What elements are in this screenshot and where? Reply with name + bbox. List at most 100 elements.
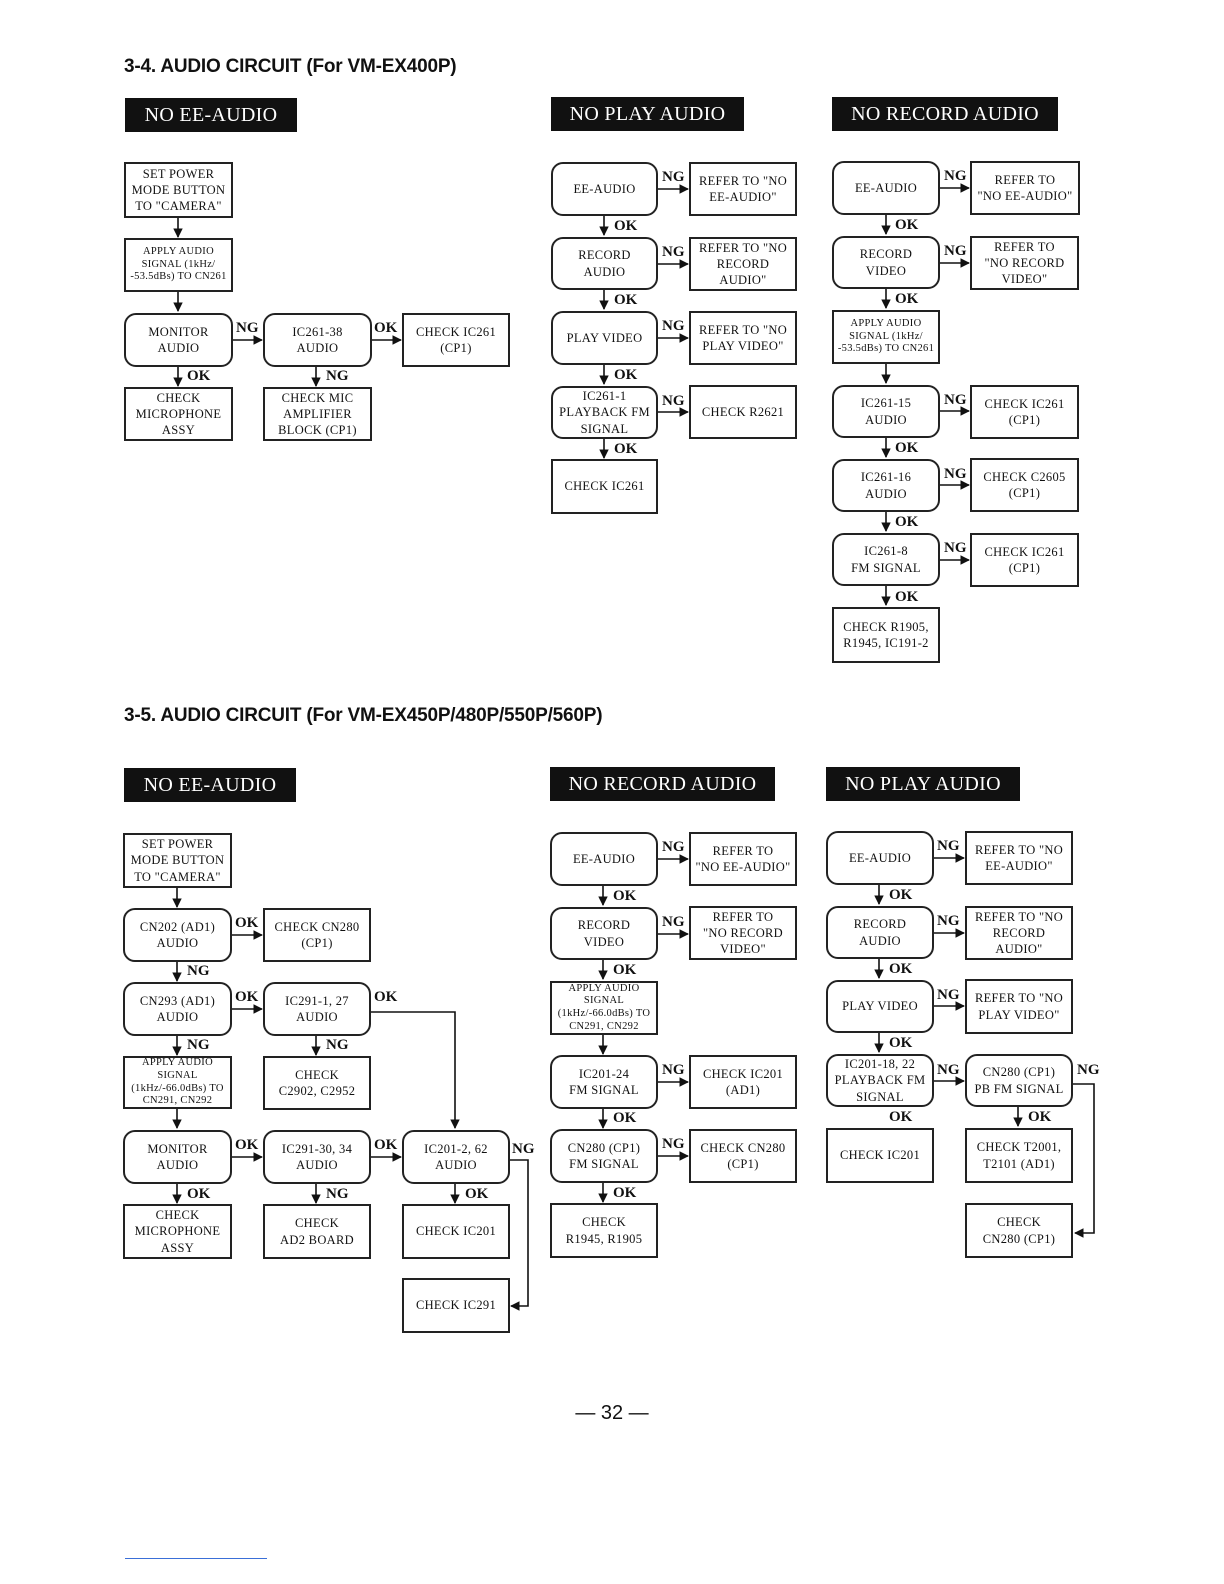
label-ok: OK	[895, 589, 919, 605]
step-check-microphone: CHECK MICROPHONE ASSY	[124, 387, 233, 441]
step-refer-no-ee-audio: REFER TO "NO EE-AUDIO"	[689, 832, 797, 886]
header-no-record-audio: NO RECORD AUDIO	[550, 767, 775, 801]
label-ng: NG	[937, 838, 960, 854]
step-check-r2621: CHECK R2621	[689, 385, 797, 439]
label-ok: OK	[235, 989, 259, 1005]
step-check-mic-amplifier: CHECK MIC AMPLIFIER BLOCK (CP1)	[263, 387, 372, 441]
step-ic261-1-playback: IC261-1 PLAYBACK FM SIGNAL	[551, 386, 658, 439]
step-record-video: RECORD VIDEO	[550, 907, 658, 960]
label-ok: OK	[235, 915, 259, 931]
label-ok: OK	[465, 1186, 489, 1202]
label-ng: NG	[187, 963, 210, 979]
label-ng: NG	[937, 1062, 960, 1078]
label-ok: OK	[187, 368, 211, 384]
step-refer-no-record-audio: REFER TO "NO RECORD AUDIO"	[965, 906, 1073, 960]
label-ok: OK	[374, 1137, 398, 1153]
step-apply-audio-signal: APPLY AUDIO SIGNAL (1kHz/ -53.5dBs) TO C…	[832, 310, 940, 364]
step-refer-no-record-video: REFER TO "NO RECORD VIDEO"	[689, 906, 797, 960]
wire	[1072, 1083, 1095, 1238]
label-ok: OK	[614, 218, 638, 234]
header-no-play-audio: NO PLAY AUDIO	[826, 767, 1020, 801]
step-check-ic291: CHECK IC291	[402, 1278, 510, 1333]
label-ng: NG	[662, 914, 685, 930]
wire	[509, 1159, 529, 1311]
label-ok: OK	[895, 217, 919, 233]
label-ng: NG	[1077, 1062, 1100, 1078]
step-check-r1945: CHECK R1945, R1905	[550, 1203, 658, 1258]
step-ic261-16-audio: IC261-16 AUDIO	[832, 459, 940, 512]
wire	[370, 1011, 460, 1129]
step-check-c2902: CHECK C2902, C2952	[263, 1056, 371, 1110]
label-ok: OK	[895, 291, 919, 307]
label-ok: OK	[895, 514, 919, 530]
step-set-power-mode: SET POWER MODE BUTTON TO "CAMERA"	[123, 833, 232, 888]
label-ng: NG	[944, 168, 967, 184]
label-ok: OK	[374, 320, 398, 336]
label-ng: NG	[662, 169, 685, 185]
label-ng: NG	[662, 244, 685, 260]
label-ng: NG	[944, 243, 967, 259]
label-ok: OK	[889, 887, 913, 903]
step-check-ic201: CHECK IC201	[826, 1128, 934, 1183]
step-ic291-1-27-audio: IC291-1, 27 AUDIO	[263, 982, 371, 1036]
step-refer-no-ee-audio: REFER TO "NO EE-AUDIO"	[689, 162, 797, 216]
step-cn293-audio: CN293 (AD1) AUDIO	[123, 982, 232, 1036]
step-ee-audio: EE-AUDIO	[832, 161, 940, 215]
label-ok: OK	[235, 1137, 259, 1153]
header-no-ee-audio: NO EE-AUDIO	[125, 98, 297, 132]
step-refer-no-record-audio: REFER TO "NO RECORD AUDIO"	[689, 237, 797, 291]
step-check-ic201: CHECK IC201	[402, 1204, 510, 1259]
step-check-ic261: CHECK IC261 (CP1)	[402, 313, 510, 367]
header-no-play-audio: NO PLAY AUDIO	[551, 97, 744, 131]
label-ok: OK	[374, 989, 398, 1005]
label-ng: NG	[662, 318, 685, 334]
label-ok: OK	[613, 1185, 637, 1201]
step-check-c2605: CHECK C2605 (CP1)	[970, 458, 1079, 512]
label-ok: OK	[1028, 1109, 1052, 1125]
label-ok: OK	[614, 441, 638, 457]
step-ic261-8-fm-signal: IC261-8 FM SIGNAL	[832, 533, 940, 586]
step-refer-no-ee-audio: REFER TO "NO EE-AUDIO"	[965, 831, 1073, 885]
label-ng: NG	[662, 839, 685, 855]
label-ng: NG	[937, 987, 960, 1003]
step-ee-audio: EE-AUDIO	[550, 832, 658, 886]
step-check-cn280: CHECK CN280 (CP1)	[965, 1203, 1073, 1258]
label-ng: NG	[236, 320, 259, 336]
step-ic201-2-62-audio: IC201-2, 62 AUDIO	[402, 1130, 510, 1184]
label-ok: OK	[187, 1186, 211, 1202]
step-record-audio: RECORD AUDIO	[551, 237, 658, 290]
step-check-t2001: CHECK T2001, T2101 (AD1)	[965, 1128, 1073, 1183]
step-refer-no-record-video: REFER TO "NO RECORD VIDEO"	[970, 236, 1079, 290]
label-ok: OK	[613, 962, 637, 978]
footer-rule	[125, 1558, 267, 1559]
step-ic201-24-fm-signal: IC201-24 FM SIGNAL	[550, 1055, 658, 1109]
label-ng: NG	[326, 368, 349, 384]
step-play-video: PLAY VIDEO	[826, 980, 934, 1033]
step-monitor-audio: MONITOR AUDIO	[123, 1130, 232, 1184]
step-cn202-audio: CN202 (AD1) AUDIO	[123, 908, 232, 962]
header-no-ee-audio: NO EE-AUDIO	[124, 768, 296, 802]
step-check-r1905: CHECK R1905, R1945, IC191-2	[832, 607, 940, 663]
label-ng: NG	[937, 913, 960, 929]
label-ok: OK	[614, 367, 638, 383]
label-ng: NG	[512, 1141, 535, 1157]
step-cn280-pb-fm-signal: CN280 (CP1) PB FM SIGNAL	[965, 1054, 1073, 1107]
step-check-cn280: CHECK CN280 (CP1)	[689, 1129, 797, 1183]
step-check-ic261: CHECK IC261	[551, 459, 658, 514]
label-ok: OK	[613, 1110, 637, 1126]
label-ng: NG	[944, 466, 967, 482]
step-apply-audio-signal: APPLY AUDIO SIGNAL (1kHz/-66.0dBs) TO CN…	[123, 1056, 232, 1109]
step-check-ic261: CHECK IC261 (CP1)	[970, 533, 1079, 587]
section-title-3-4: 3-4. AUDIO CIRCUIT (For VM-EX400P)	[124, 56, 457, 77]
step-set-power-mode: SET POWER MODE BUTTON TO "CAMERA"	[124, 162, 233, 218]
step-ee-audio: EE-AUDIO	[551, 162, 658, 216]
step-ic291-30-34-audio: IC291-30, 34 AUDIO	[263, 1130, 371, 1184]
label-ok: OK	[613, 888, 637, 904]
step-record-video: RECORD VIDEO	[832, 236, 940, 289]
step-refer-no-play-video: REFER TO "NO PLAY VIDEO"	[689, 311, 797, 365]
step-record-audio: RECORD AUDIO	[826, 906, 934, 959]
step-ic261-38-audio: IC261-38 AUDIO	[263, 313, 372, 367]
label-ok: OK	[614, 292, 638, 308]
step-ee-audio: EE-AUDIO	[826, 831, 934, 885]
